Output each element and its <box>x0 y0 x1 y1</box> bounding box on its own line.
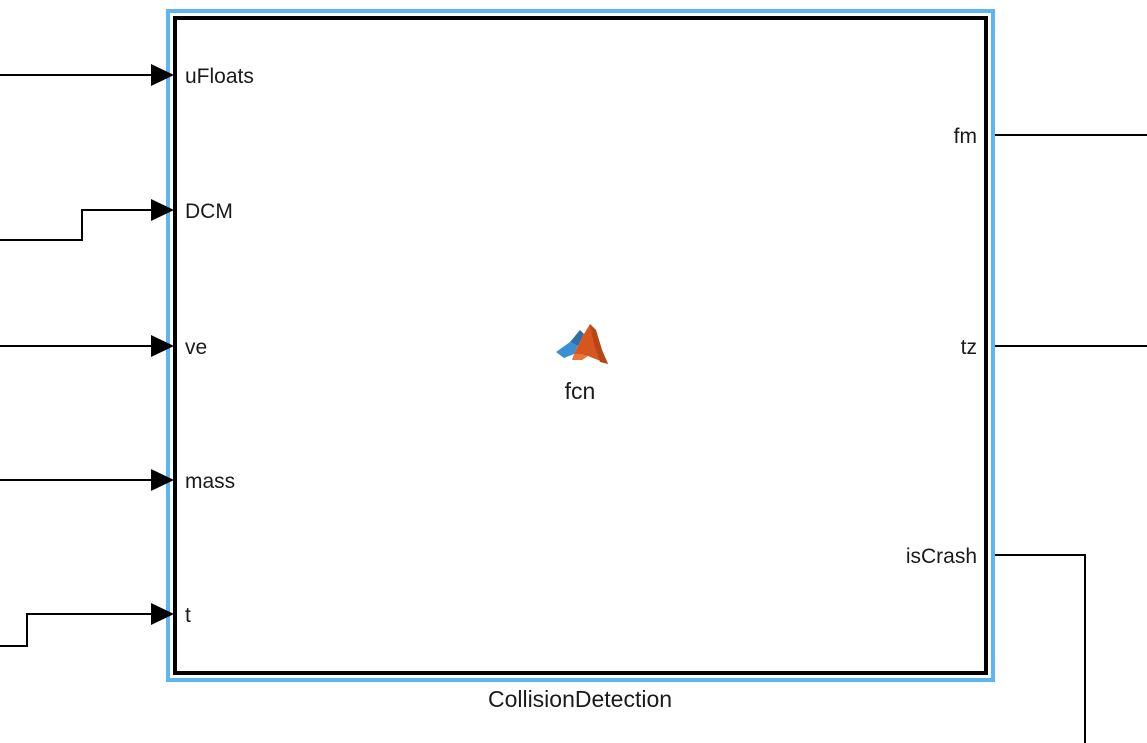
input-arrow-icon <box>151 335 174 357</box>
input-arrow-icon <box>151 199 174 221</box>
input-arrow-icon <box>151 603 174 625</box>
output-port-fm[interactable]: fm <box>953 125 977 148</box>
signal-line-isCrash[interactable] <box>995 554 1086 743</box>
input-port-ve[interactable]: ve <box>185 336 208 359</box>
matlab-logo-icon <box>556 324 608 364</box>
input-port-t[interactable]: t <box>185 604 191 627</box>
signal-line-t[interactable] <box>0 613 160 647</box>
input-port-DCM[interactable]: DCM <box>185 200 233 223</box>
block-name-label[interactable]: CollisionDetection <box>487 686 673 712</box>
output-port-tz[interactable]: tz <box>960 336 977 359</box>
input-port-mass[interactable]: mass <box>185 470 236 493</box>
input-arrow-icon <box>151 469 174 491</box>
output-port-isCrash[interactable]: isCrash <box>905 545 977 568</box>
input-arrow-icon <box>151 64 174 86</box>
input-port-uFloats[interactable]: uFloats <box>185 65 254 88</box>
signal-line-DCM[interactable] <box>0 209 160 241</box>
function-name-label: fcn <box>564 378 596 404</box>
